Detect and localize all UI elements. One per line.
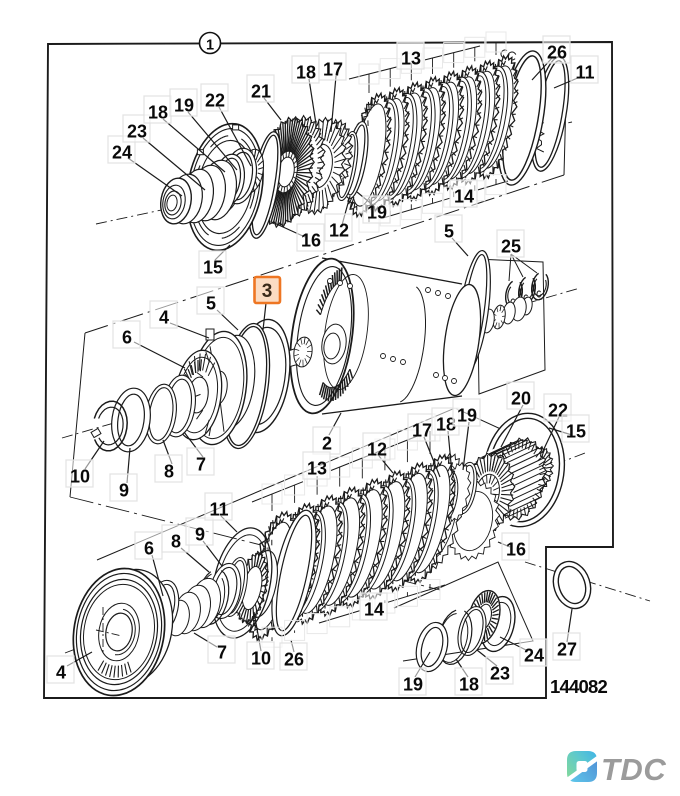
- svg-text:10: 10: [70, 467, 90, 487]
- svg-text:4: 4: [159, 308, 169, 328]
- svg-text:19: 19: [403, 675, 423, 695]
- svg-text:1: 1: [206, 38, 214, 54]
- svg-text:17: 17: [412, 421, 432, 441]
- svg-text:12: 12: [367, 440, 387, 460]
- svg-text:16: 16: [301, 231, 321, 251]
- svg-text:11: 11: [575, 63, 594, 83]
- svg-text:9: 9: [195, 525, 205, 545]
- svg-text:19: 19: [174, 96, 194, 116]
- svg-text:10: 10: [251, 649, 271, 669]
- svg-text:24: 24: [524, 646, 544, 666]
- svg-text:24: 24: [112, 143, 132, 163]
- svg-text:20: 20: [511, 389, 531, 409]
- svg-text:13: 13: [401, 49, 421, 69]
- svg-text:21: 21: [251, 82, 271, 102]
- svg-text:17: 17: [323, 60, 343, 80]
- svg-text:7: 7: [196, 455, 206, 475]
- svg-text:19: 19: [457, 406, 477, 426]
- svg-text:18: 18: [148, 103, 168, 123]
- svg-text:6: 6: [144, 539, 154, 559]
- svg-text:3: 3: [262, 281, 273, 302]
- svg-text:15: 15: [566, 422, 586, 442]
- svg-text:7: 7: [217, 643, 227, 663]
- svg-text:26: 26: [547, 43, 567, 63]
- svg-text:19: 19: [367, 203, 387, 223]
- svg-text:14: 14: [364, 600, 384, 620]
- svg-text:144082: 144082: [550, 676, 607, 697]
- svg-text:13: 13: [307, 459, 327, 479]
- svg-text:5: 5: [206, 294, 216, 314]
- svg-text:18: 18: [296, 63, 316, 83]
- svg-text:27: 27: [557, 640, 577, 660]
- svg-text:14: 14: [454, 187, 474, 207]
- svg-text:23: 23: [127, 122, 147, 142]
- svg-text:22: 22: [205, 91, 225, 111]
- svg-text:8: 8: [171, 532, 181, 552]
- svg-text:2: 2: [322, 434, 332, 454]
- svg-text:18: 18: [436, 415, 456, 435]
- svg-text:25: 25: [501, 237, 521, 257]
- svg-text:6: 6: [122, 328, 132, 348]
- svg-text:5: 5: [444, 222, 454, 242]
- svg-text:12: 12: [329, 221, 349, 241]
- svg-text:15: 15: [203, 258, 223, 278]
- svg-text:26: 26: [284, 650, 304, 670]
- svg-text:4: 4: [56, 663, 66, 683]
- svg-text:9: 9: [119, 481, 129, 501]
- svg-text:23: 23: [490, 664, 510, 684]
- svg-text:TDC: TDC: [601, 752, 666, 787]
- svg-text:8: 8: [164, 462, 174, 482]
- svg-text:18: 18: [459, 675, 479, 695]
- svg-text:16: 16: [506, 540, 526, 560]
- svg-text:11: 11: [209, 500, 228, 520]
